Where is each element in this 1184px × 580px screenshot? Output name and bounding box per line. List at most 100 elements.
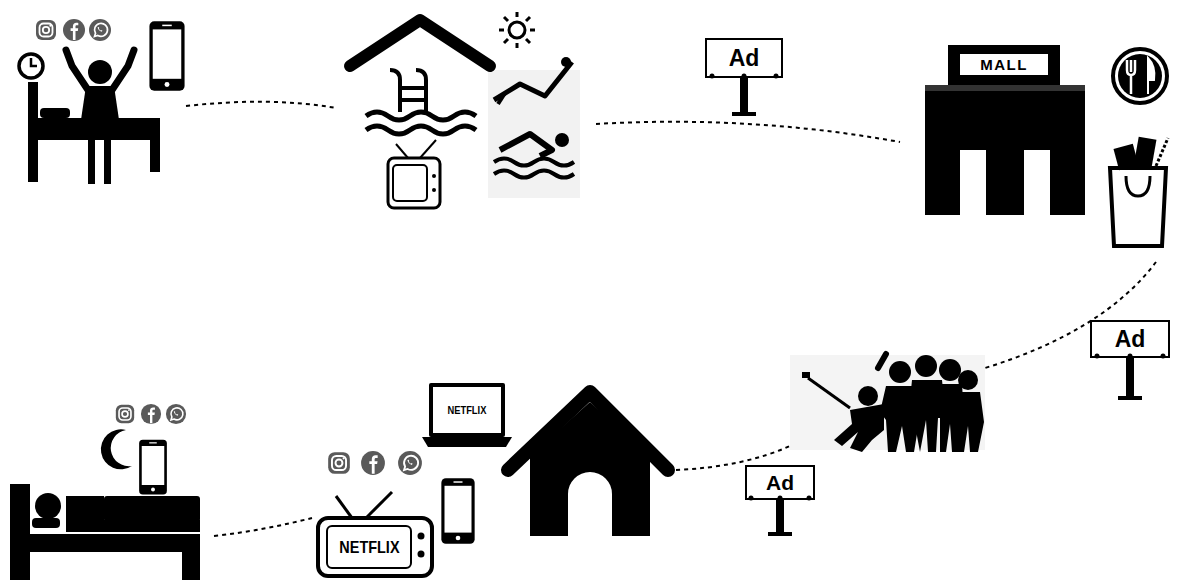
wake-up-scene-part: [66, 50, 88, 90]
sleep-scene: [10, 404, 200, 580]
laptop-screen: NETFLIX: [433, 387, 501, 433]
billboard-post-part: [732, 112, 756, 116]
mall-scene-part: [925, 85, 1085, 91]
pool-scene-part: [400, 86, 426, 90]
selfie-group-part: [958, 392, 984, 452]
selfie-group-part: [889, 361, 911, 383]
mall-scene-part: [925, 85, 1085, 215]
pool-scene-part: [509, 22, 525, 38]
route-line-part: [186, 102, 336, 108]
evening-screens-part: [441, 478, 474, 544]
pool-scene-part-part: [516, 12, 519, 17]
wake-up-scene-part: [19, 54, 43, 78]
pool-scene-part: [366, 126, 476, 134]
mall-scene: [925, 45, 1168, 246]
pool-scene-part: [500, 134, 552, 156]
wake-up-scene-part: [63, 19, 85, 41]
evening-screens-part: [318, 518, 432, 576]
selfie-group-part: [858, 386, 878, 406]
billboard-light: [710, 74, 1166, 501]
billboard-light-part: [774, 74, 779, 79]
pool-scene-part-part: [526, 39, 530, 43]
pool-scene-part-part: [516, 43, 519, 48]
sleep-scene-part: [141, 404, 161, 424]
evening-screens-part: [336, 496, 352, 518]
sleep-scene-part: [66, 496, 200, 532]
mall-scene-part: [1127, 60, 1135, 94]
wake-up-scene-part: [36, 20, 56, 40]
wake-up-scene-part: [104, 138, 111, 184]
sign-text: Ad: [766, 472, 794, 493]
sleep-scene-part: [101, 429, 132, 469]
pool-scene-part: [390, 70, 400, 112]
billboard-light-part: [749, 496, 754, 501]
pool-scene-part: [561, 57, 571, 67]
wake-up-scene-part: [112, 50, 134, 90]
billboard-light-part: [742, 74, 747, 79]
pool-scene-part: [396, 144, 408, 158]
home-icon: [508, 392, 668, 536]
sleep-scene-part: [10, 534, 200, 552]
sign-text: Ad: [729, 47, 760, 70]
pool-scene-part-part: [530, 29, 535, 32]
route-line-part: [596, 122, 900, 142]
pool-scene-part: [555, 133, 569, 147]
pool-scene-part: [432, 174, 436, 178]
evening-screens-part: [361, 451, 385, 475]
pool-scene-part: [498, 93, 505, 104]
billboard-post: [732, 78, 1142, 536]
evening-screens-part: [366, 492, 392, 518]
selfie-group-part: [802, 372, 810, 378]
route-line-part: [214, 518, 312, 536]
mall-scene-part: [1110, 168, 1166, 246]
pool-scene-part: [388, 158, 440, 208]
selfie-group: [790, 354, 985, 452]
wake-up-scene-part: [88, 60, 112, 84]
sleep-scene-part: [104, 496, 200, 522]
mall-scene-part: [1156, 138, 1168, 166]
sleep-scene-part: [139, 440, 167, 495]
evening-screens-part: [422, 437, 512, 447]
wake-up-scene-part: [89, 19, 111, 41]
mall-scene-part: [1134, 137, 1157, 170]
wake-up-scene-part: [78, 86, 122, 140]
selfie-group-part: [834, 404, 884, 452]
billboard-sign: Ad: [705, 38, 783, 78]
selfie-group-part: [939, 359, 961, 381]
billboard-post-part: [1126, 358, 1134, 398]
sleep-scene-part: [182, 534, 200, 580]
home-icon-part: [530, 402, 650, 536]
pool-scene-part-part: [526, 17, 530, 21]
sign-text: NETFLIX: [448, 405, 487, 416]
pool-scene-part: [366, 112, 476, 120]
pool-scene-part: [416, 70, 426, 112]
billboard-light-part: [1095, 354, 1100, 359]
mall-scene-part: [1126, 176, 1150, 196]
pool-scene-part-part: [499, 29, 504, 32]
mall-scene-part: [1118, 54, 1162, 98]
pool-scene-part: [494, 159, 574, 166]
billboard-post-part: [1118, 396, 1142, 400]
tv-screen: NETFLIX: [326, 525, 412, 569]
pool-scene-part: [420, 140, 436, 158]
sign-text: Ad: [1115, 328, 1146, 351]
billboard-sign: Ad: [1090, 320, 1170, 358]
evening-screens-part: [418, 551, 425, 558]
pool-scene-part-part: [504, 17, 508, 21]
pool-scene-part: [432, 188, 436, 192]
billboard-light-part: [807, 496, 812, 501]
wake-up-scene-part: [150, 118, 160, 172]
sleep-scene-part: [32, 518, 60, 528]
wake-up-scene: [19, 19, 185, 184]
evening-screens: [318, 383, 512, 576]
mall-scene-part: [1148, 58, 1154, 94]
sleep-scene-part: [35, 493, 61, 519]
billboard-post-part: [740, 78, 748, 114]
pool-scene-part: [393, 165, 427, 201]
mall-scene-part: [1024, 150, 1050, 215]
billboard-post-part: [768, 532, 792, 536]
pool-scene-part-part: [504, 39, 508, 43]
pool-scene-part: [494, 171, 574, 178]
pool-scene: [350, 12, 580, 208]
